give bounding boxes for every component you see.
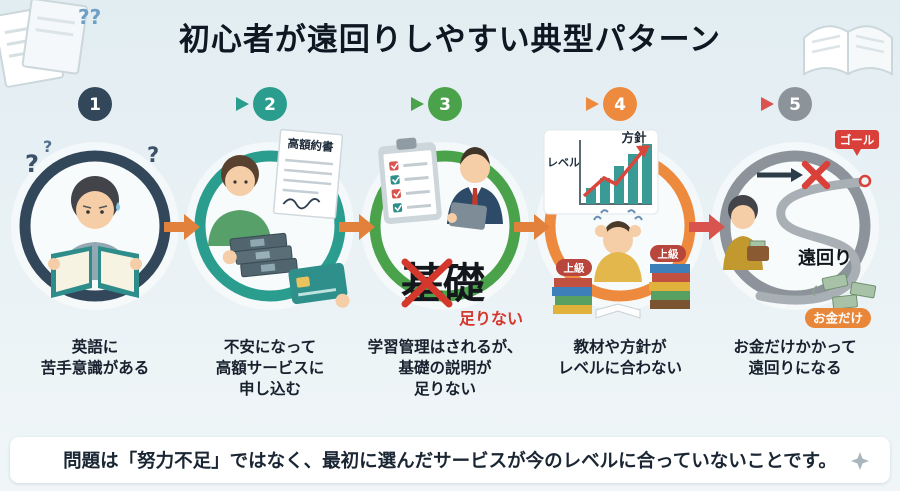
contract-paper-icon: 高額約書 <box>272 128 344 220</box>
worried-reader-figure <box>48 176 142 298</box>
chart-level-label: レベル <box>547 156 580 169</box>
chart-policy-label: 方針 <box>621 130 647 145</box>
step-3-number: 3 <box>439 95 451 115</box>
step-3-marker: 3 <box>428 87 462 121</box>
flow-arrow-1 <box>164 214 200 240</box>
money-only-label: お金だけ <box>813 311 863 326</box>
step-2-marker: 2 <box>253 87 287 121</box>
book-stack-left-icon <box>552 278 592 314</box>
checklist-clipboard-icon <box>378 137 442 224</box>
step-1-illustration: ? ? ? <box>11 137 179 310</box>
advanced-badge-left: 上級 <box>556 259 592 276</box>
advanced-label: 上級 <box>658 248 679 261</box>
spender-figure <box>723 195 769 270</box>
step-4-number: 4 <box>614 95 626 115</box>
step-5-illustration: ゴール 遠回り <box>711 130 879 328</box>
step-3-column: 基礎 足りない 学習管理はされるが、 基礎の説明が 足りない <box>355 118 535 400</box>
step-5-caption: お金だけかかって 遠回りになる <box>733 338 857 377</box>
question-mark-icon: ? <box>25 150 39 178</box>
step-1-caption: 英語に 苦手意識がある <box>40 338 150 377</box>
flying-money-icon <box>812 273 877 310</box>
flow-arrow-4 <box>689 214 725 240</box>
question-mark-icon: ? <box>43 137 52 156</box>
open-study-book-icon <box>595 303 641 319</box>
goal-label: ゴール <box>840 133 875 147</box>
step-2-caption: 不安になって 高額サービスに 申し込む <box>215 338 325 398</box>
money-stack-icon <box>222 232 298 278</box>
bottom-message-banner: 問題は「努力不足」ではなく、最初に選んだサービスが今のレベルに合っていないことで… <box>10 437 890 483</box>
step-1-column: ? ? ? 英語に 苦手意識がある <box>5 118 185 379</box>
step-4-marker: 4 <box>603 87 637 121</box>
flow-arrow-2 <box>339 214 375 240</box>
open-book-icon <box>803 25 893 76</box>
step-timeline: 1 2 3 4 5 <box>78 87 812 121</box>
question-mark-icon: ? <box>147 143 159 167</box>
step-3-illustration: 基礎 足りない <box>361 137 529 328</box>
step-4-caption: 教材や方針が レベルに合わない <box>557 338 682 377</box>
step-5-marker: 5 <box>778 87 812 121</box>
money-only-badge: お金だけ <box>805 308 871 328</box>
book-stack-right-icon <box>649 264 690 309</box>
bottom-message-text: 問題は「努力不足」ではなく、最初に選んだサービスが今のレベルに合っていないことで… <box>63 451 837 472</box>
step-5-number: 5 <box>789 95 801 115</box>
step-1-marker: 1 <box>78 87 112 121</box>
consultant-figure <box>447 147 503 230</box>
level-chart-icon: レベル 方針 <box>543 129 659 215</box>
decor-question-marks: ?? <box>78 5 101 29</box>
contract-title-label: 高額約書 <box>287 136 335 154</box>
step-2-illustration: 高額約書 <box>186 128 354 310</box>
shortage-label: 足りない <box>459 309 523 328</box>
step-4-illustration: レベル 方針 <box>536 129 704 319</box>
advanced-label: 上級 <box>564 262 585 275</box>
question-papers-icon: ?? <box>0 0 101 88</box>
flow-arrow-3 <box>514 214 550 240</box>
detour-label: 遠回り <box>798 248 852 269</box>
step-3-caption: 学習管理はされるが、 基礎の説明が 足りない <box>367 338 523 398</box>
step-2-number: 2 <box>264 95 276 115</box>
step-2-column: 高額約書 <box>180 118 360 400</box>
page-title: 初心者が遠回りしやすい典型パターン <box>178 22 722 58</box>
advanced-badge-right: 上級 <box>650 245 686 262</box>
credit-card-icon <box>288 262 350 308</box>
step-5-column: ゴール 遠回り <box>705 118 885 379</box>
goal-point-icon <box>858 174 872 188</box>
cross-out-x-icon <box>401 258 453 308</box>
watermark-icon <box>851 452 869 470</box>
winding-road-icon <box>755 177 868 305</box>
blocked-x-icon <box>801 160 831 190</box>
path-arrow-icon <box>757 168 803 182</box>
goal-badge: ゴール <box>835 130 879 156</box>
step-4-column: レベル 方針 <box>530 118 710 379</box>
overwhelmed-learner-figure <box>593 209 643 282</box>
step-1-number: 1 <box>89 95 101 115</box>
